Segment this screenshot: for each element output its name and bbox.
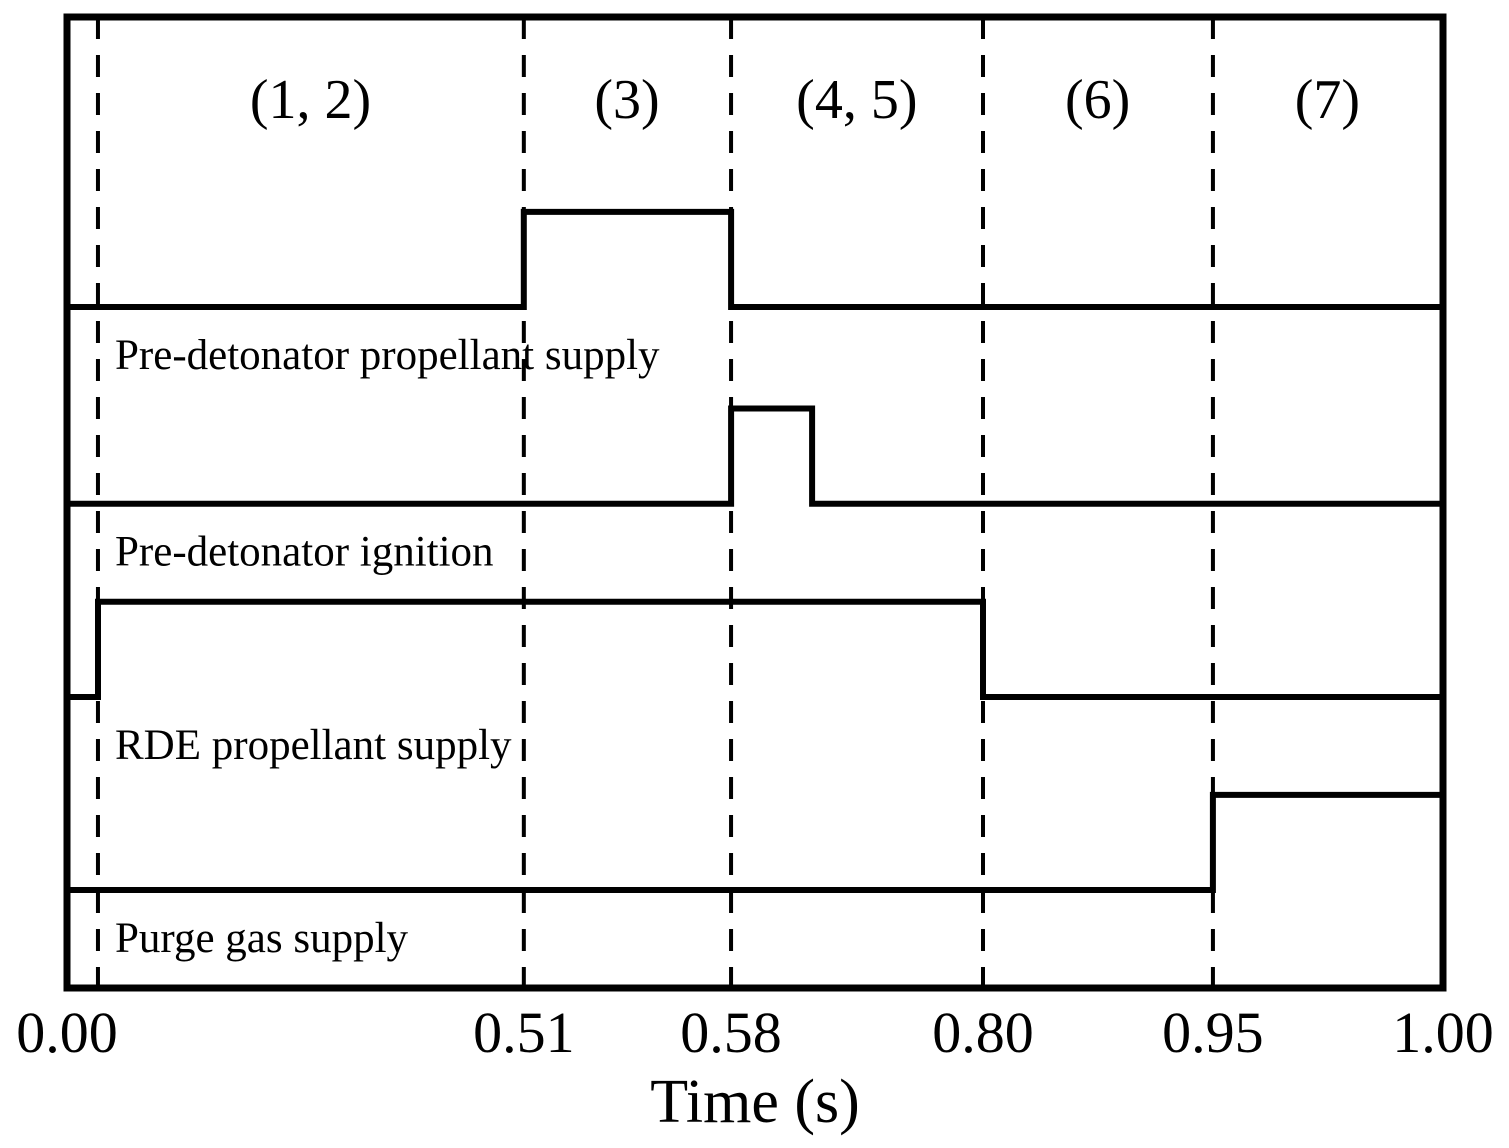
signal-trace-purge-gas-supply [67, 791, 1443, 893]
x-tick-label-5: 1.00 [1392, 1000, 1494, 1065]
x-axis-title: Time (s) [650, 1068, 860, 1136]
phase-label-1: (1, 2) [250, 69, 371, 131]
signal-label-pre-detonator-ignition: Pre-detonator ignition [115, 529, 494, 576]
x-tick-label-0: 0.00 [16, 1000, 118, 1065]
x-tick-label-1: 0.51 [473, 1000, 575, 1065]
signal-trace-rde-propellant-supply [67, 598, 1443, 700]
x-tick-label-4: 0.95 [1162, 1000, 1264, 1065]
signal-label-rde-propellant-supply: RDE propellant supply [115, 722, 512, 769]
phase-label-4: (6) [1065, 69, 1130, 131]
x-tick-label-3: 0.80 [932, 1000, 1034, 1065]
signal-label-purge-gas-supply: Purge gas supply [115, 915, 409, 962]
phase-label-5: (7) [1295, 69, 1360, 131]
signal-label-pre-detonator-propellant-supply: Pre-detonator propellant supply [115, 332, 660, 379]
phase-label-2: (3) [594, 69, 659, 131]
signal-trace-pre-detonator-propellant-supply [67, 208, 1443, 310]
x-tick-label-2: 0.58 [680, 1000, 782, 1065]
phase-label-3: (4, 5) [796, 69, 917, 131]
signal-trace-pre-detonator-ignition [67, 405, 1443, 507]
